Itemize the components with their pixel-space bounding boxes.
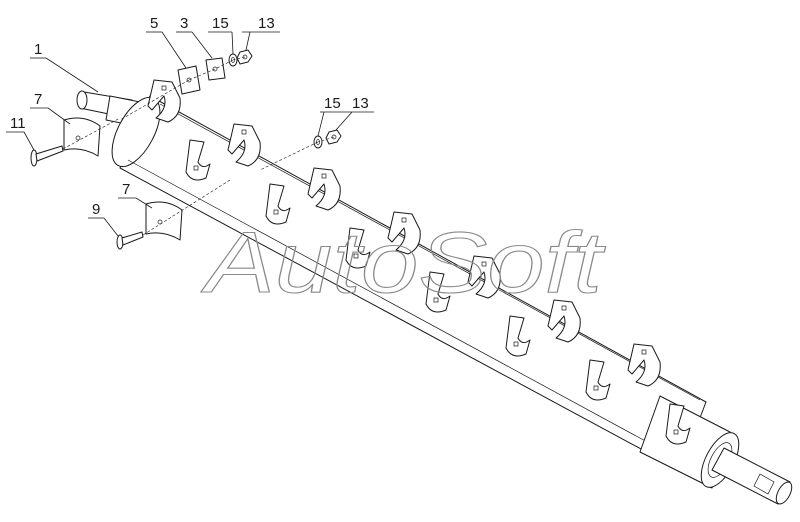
- callout-label-11: 11: [10, 115, 26, 132]
- blade-tine: [505, 315, 531, 357]
- callout-label-13-middle: 13: [352, 95, 369, 112]
- callout-11: 11: [6, 115, 35, 151]
- right-shaft-end: [711, 447, 793, 505]
- callout-label-15-top: 15: [212, 15, 229, 32]
- callout-13-middle: 13: [335, 95, 374, 131]
- bolt-part-11: [30, 145, 64, 167]
- callout-label-9: 9: [92, 201, 100, 218]
- bolt-part-9: [116, 231, 144, 250]
- callout-label-13-top: 13: [258, 15, 275, 32]
- callout-3: 3: [176, 15, 213, 59]
- blade-tine: [345, 227, 371, 269]
- callout-1: 1: [30, 41, 99, 93]
- blade-tine: [307, 167, 341, 211]
- curved-plate-part-7-upper: [63, 117, 101, 157]
- callout-label-1: 1: [34, 41, 42, 58]
- callout-5: 5: [146, 15, 187, 69]
- callout-label-7-upper: 7: [34, 91, 42, 108]
- callout-13-top: 13: [242, 15, 280, 51]
- callout-15-middle: 15: [317, 95, 344, 137]
- blade-tine: [665, 403, 691, 445]
- blade-tine: [627, 343, 661, 387]
- callout-7-upper: 7: [30, 91, 71, 125]
- blade-tine: [467, 255, 501, 299]
- callout-label-5: 5: [150, 15, 158, 32]
- blade-tine: [425, 271, 451, 313]
- watermark-text: AutoSoft: [200, 215, 606, 311]
- callout-7-lower: 7: [118, 181, 153, 209]
- blade-tine: [585, 359, 611, 401]
- callout-label-7-lower: 7: [122, 181, 130, 198]
- blade-tine: [227, 123, 261, 167]
- blade-tine: [387, 211, 421, 255]
- callout-label-3: 3: [180, 15, 188, 32]
- callout-9: 9: [88, 201, 119, 237]
- callout-label-15-middle: 15: [324, 95, 341, 112]
- blade-tine: [185, 139, 211, 181]
- assembly-lines: [62, 56, 335, 236]
- blade-tine: [265, 183, 291, 225]
- blade-tine: [547, 299, 581, 343]
- blade-group: [147, 79, 691, 445]
- blade-tine: [147, 79, 181, 123]
- plate-part-3: [205, 57, 226, 81]
- callout-15-top: 15: [208, 15, 234, 55]
